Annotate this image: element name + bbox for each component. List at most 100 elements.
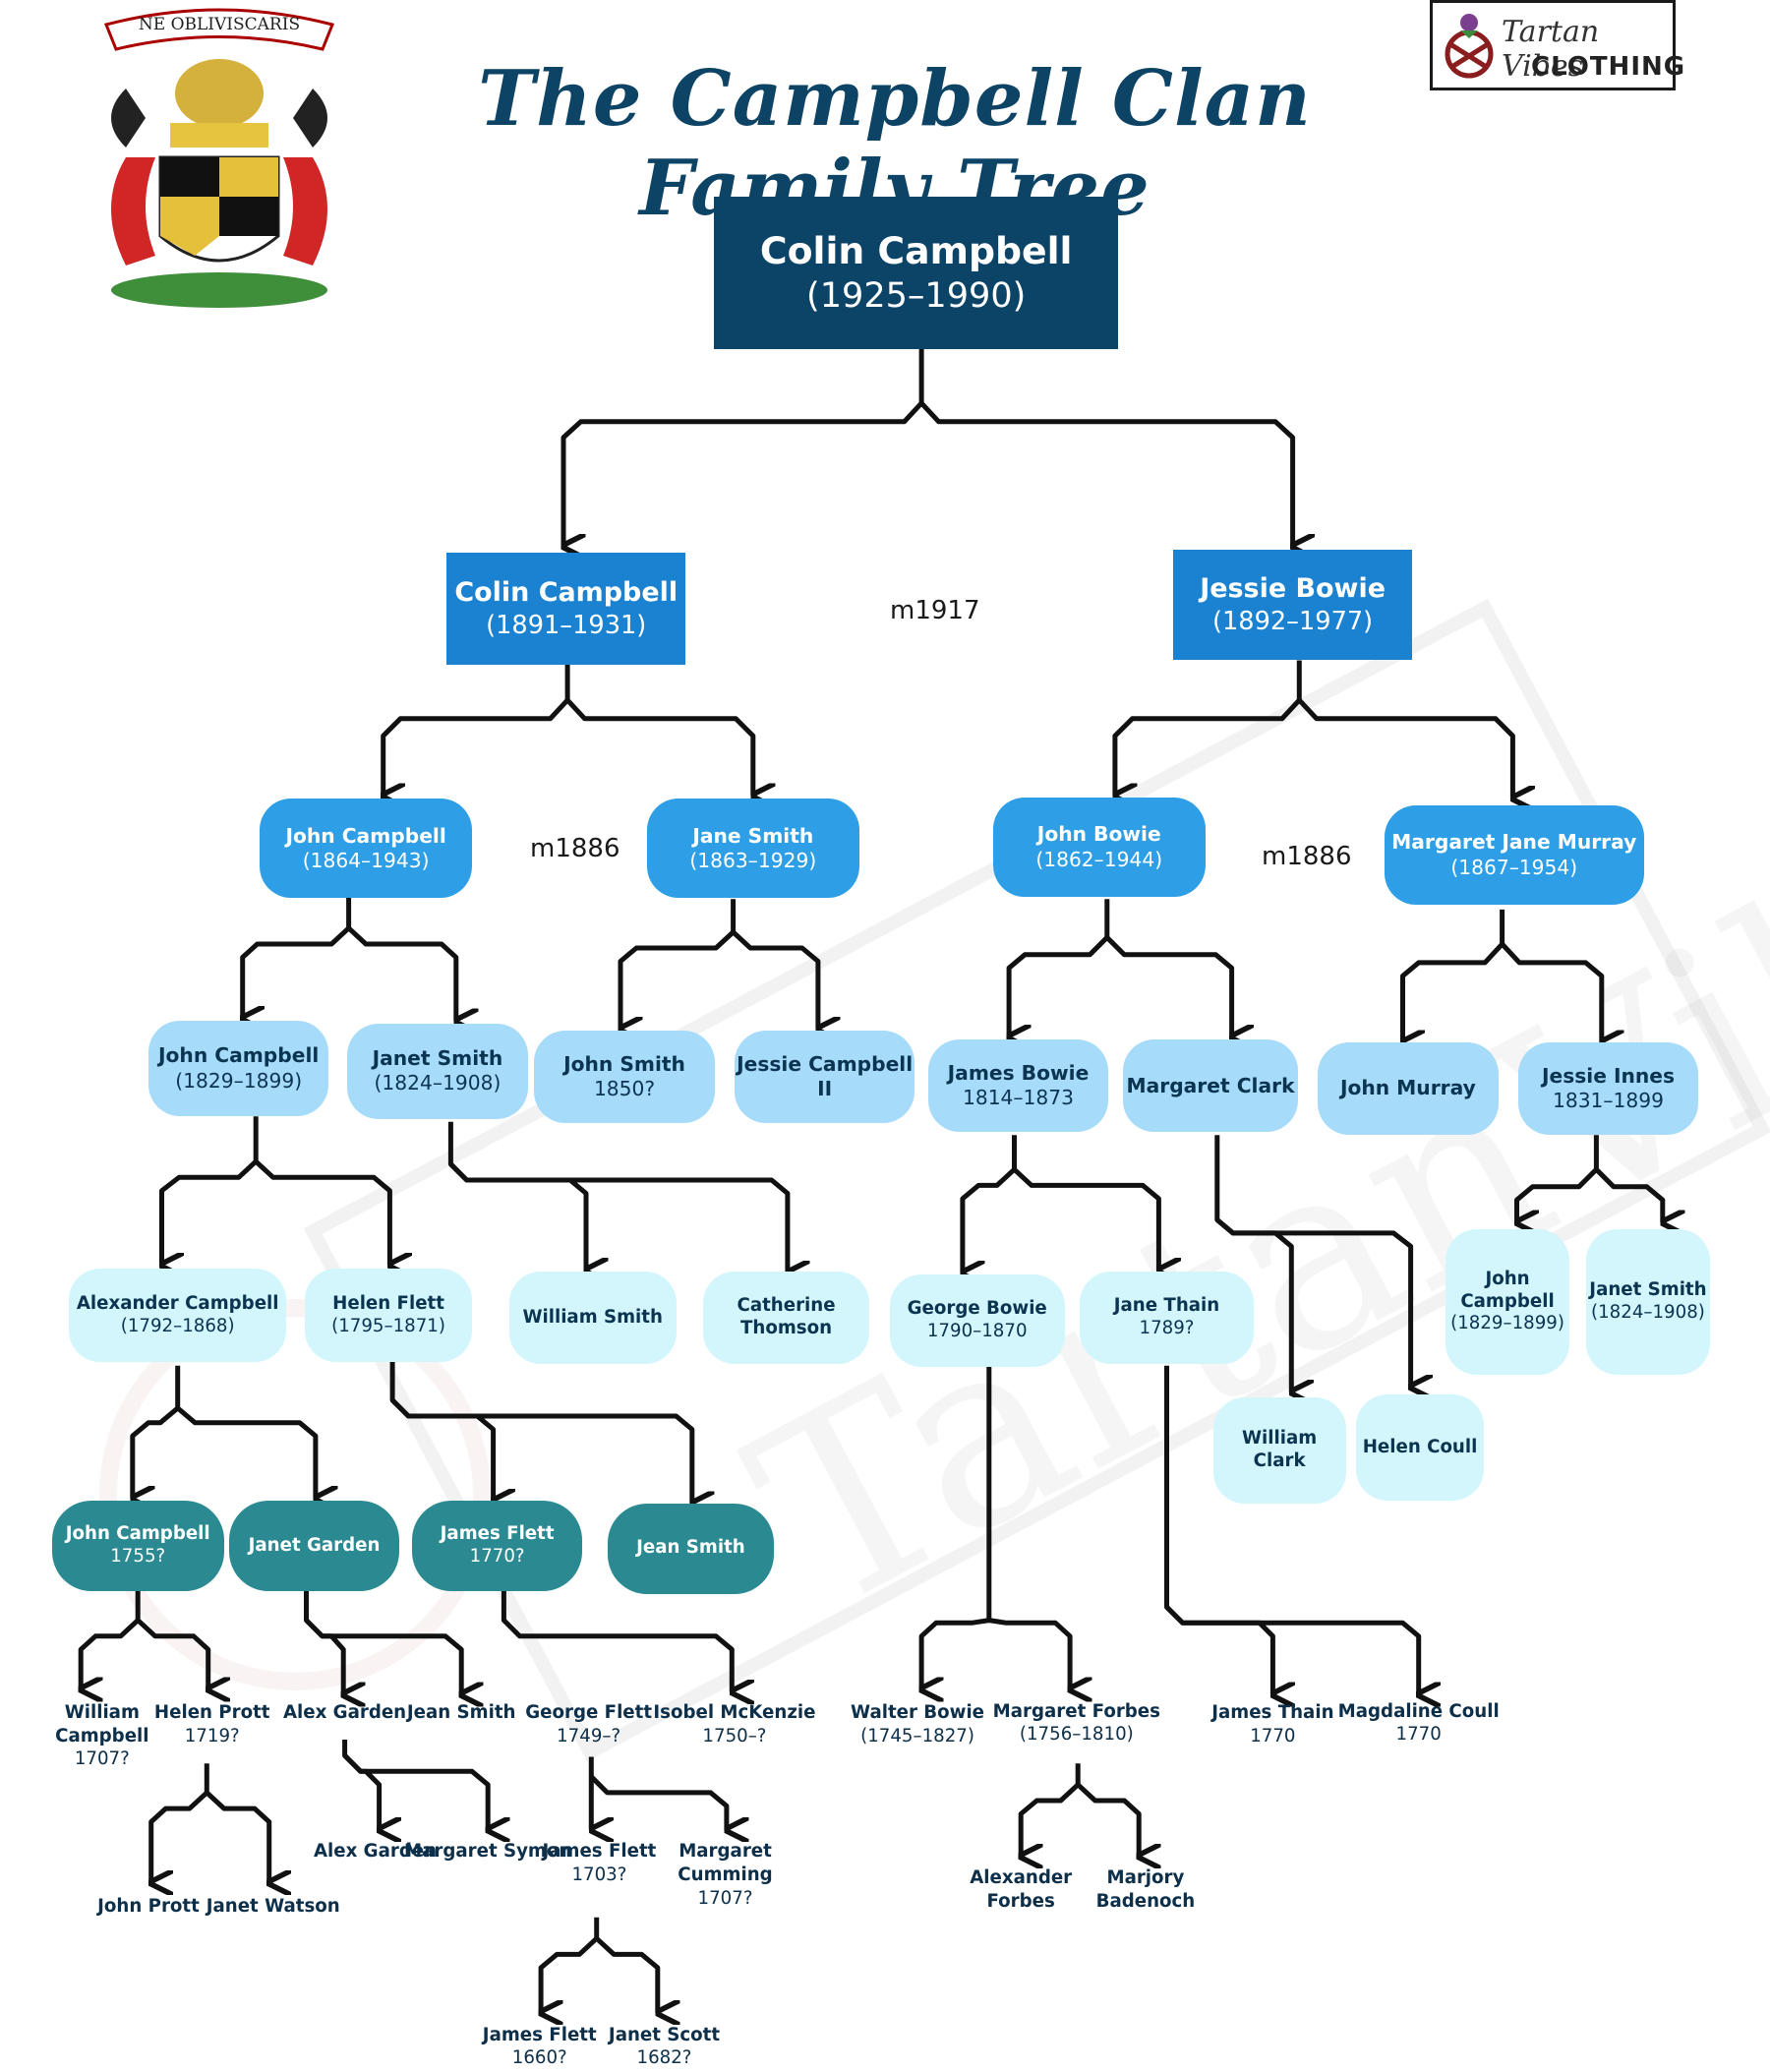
person-node[interactable]: Jessie Campbell II (734, 1030, 915, 1123)
connector-line (159, 1116, 259, 1265)
person-dates: 1750–? (702, 1725, 767, 1746)
person-name: Margaret Jane Murray (1391, 830, 1637, 855)
connector-line (538, 1917, 600, 2013)
connector-line (1018, 1763, 1081, 1856)
person-node[interactable]: Jessie Bowie(1892–1977) (1173, 549, 1412, 660)
person-node[interactable]: John Bowie(1862–1944) (992, 798, 1206, 898)
connector-line (381, 663, 570, 796)
person-dates: (1792–1868) (120, 1315, 235, 1336)
person-node[interactable]: John Campbell(1864–1943) (260, 799, 472, 899)
person-entry[interactable]: Alexander Forbes (935, 1866, 1107, 1913)
person-entry[interactable]: John Prott (62, 1895, 234, 1919)
person-dates: (1863–1929) (689, 848, 817, 872)
connector-line (589, 1774, 727, 1830)
person-name: Jessie Bowie (1200, 572, 1386, 604)
person-node[interactable]: Helen Flett(1795–1871) (305, 1269, 472, 1362)
person-entry[interactable]: Walter Bowie(1745–1827) (831, 1701, 1003, 1747)
brand-logo: Tartan Vibes CLOTHING (1430, 0, 1684, 90)
person-dates: 1755? (110, 1546, 166, 1568)
person-name: John Smith (563, 1051, 685, 1076)
person-dates: 1850? (593, 1076, 656, 1100)
connector-line (919, 401, 1293, 547)
connector-line (565, 698, 753, 796)
connector-line (1105, 935, 1232, 1036)
connector-line (254, 1159, 389, 1265)
person-entry[interactable]: Alex Garden (289, 1840, 461, 1864)
connector-line (918, 1365, 992, 1689)
marriage-label: m1886 (530, 834, 620, 863)
person-name: Alex Garden (282, 1701, 407, 1723)
person-node[interactable]: Catherine Thomson (702, 1272, 870, 1365)
person-dates: 1660? (511, 2047, 567, 2069)
person-entry[interactable]: Janet Watson (187, 1895, 359, 1919)
person-node[interactable]: John Campbell(1829–1899) (1445, 1228, 1570, 1376)
person-name: William Campbell (55, 1701, 149, 1746)
person-name: Jessie Innes (1541, 1063, 1676, 1088)
connector-line (448, 1162, 788, 1273)
connector-line (389, 1360, 494, 1501)
person-entry[interactable]: Jean Smith (376, 1701, 548, 1725)
connector-line (136, 1618, 208, 1689)
person-name: Jean Smith (636, 1537, 745, 1559)
person-name: Margaret Forbes (992, 1700, 1160, 1722)
brand-name: Tartan Vibes (1502, 15, 1600, 84)
connector-line (78, 1591, 141, 1689)
person-name: Janet Smith (372, 1046, 503, 1071)
marriage-label: m1886 (1262, 842, 1352, 871)
person-dates: (1824–1908) (1591, 1302, 1705, 1324)
connector-line (240, 895, 352, 1018)
person-name: Alex Garden (313, 1841, 438, 1863)
person-node[interactable]: Janet Smith(1824–1908) (347, 1023, 528, 1119)
person-entry[interactable]: Marjory Badenoch (1059, 1866, 1231, 1913)
person-entry[interactable]: Alex Garden (259, 1701, 431, 1725)
connector-line (1012, 1167, 1159, 1271)
person-name: Helen Coull (1362, 1436, 1478, 1457)
connector-line (560, 347, 924, 546)
person-dates: 1707? (697, 1887, 753, 1909)
person-dates: (1891–1931) (486, 610, 647, 640)
person-dates: (1795–1871) (331, 1315, 445, 1336)
person-node[interactable]: Colin Campbell(1925–1990) (714, 197, 1119, 350)
person-dates: (1867–1954) (1450, 855, 1578, 879)
person-node[interactable]: John Campbell(1829–1899) (148, 1021, 329, 1117)
person-name: Helen Flett (332, 1292, 444, 1314)
person-node[interactable]: John Murray (1318, 1041, 1499, 1136)
person-name: Janet Smith (1589, 1279, 1707, 1301)
person-dates: (1745–1827) (860, 1725, 974, 1746)
person-node[interactable]: Janet Garden (229, 1501, 399, 1591)
person-node[interactable]: Jane Smith(1863–1929) (646, 799, 859, 899)
person-node[interactable]: William Smith (508, 1272, 677, 1365)
connector-line (148, 1763, 209, 1882)
person-name: John Campbell (158, 1043, 320, 1068)
person-entry[interactable]: Margaret Symon (402, 1840, 574, 1864)
person-node[interactable]: William Clark (1212, 1397, 1346, 1504)
person-entry[interactable]: Margaret Forbes(1756–1810) (990, 1700, 1162, 1746)
person-node[interactable]: Helen Coull (1356, 1394, 1484, 1502)
person-name: Janet Scott (608, 2024, 721, 2045)
person-name: Jessie Campbell II (737, 1051, 914, 1100)
person-node[interactable]: Margaret Clark (1123, 1039, 1298, 1133)
person-node[interactable]: Colin Campbell(1891–1931) (446, 552, 686, 666)
person-node[interactable]: Janet Smith(1824–1908) (1585, 1228, 1711, 1376)
person-node[interactable]: Margaret Jane Murray(1867–1954) (1384, 805, 1644, 906)
person-node[interactable]: Jean Smith (607, 1503, 775, 1594)
person-node[interactable]: Alexander Campbell(1792–1868) (69, 1269, 287, 1362)
person-name: James Flett (542, 1841, 657, 1863)
